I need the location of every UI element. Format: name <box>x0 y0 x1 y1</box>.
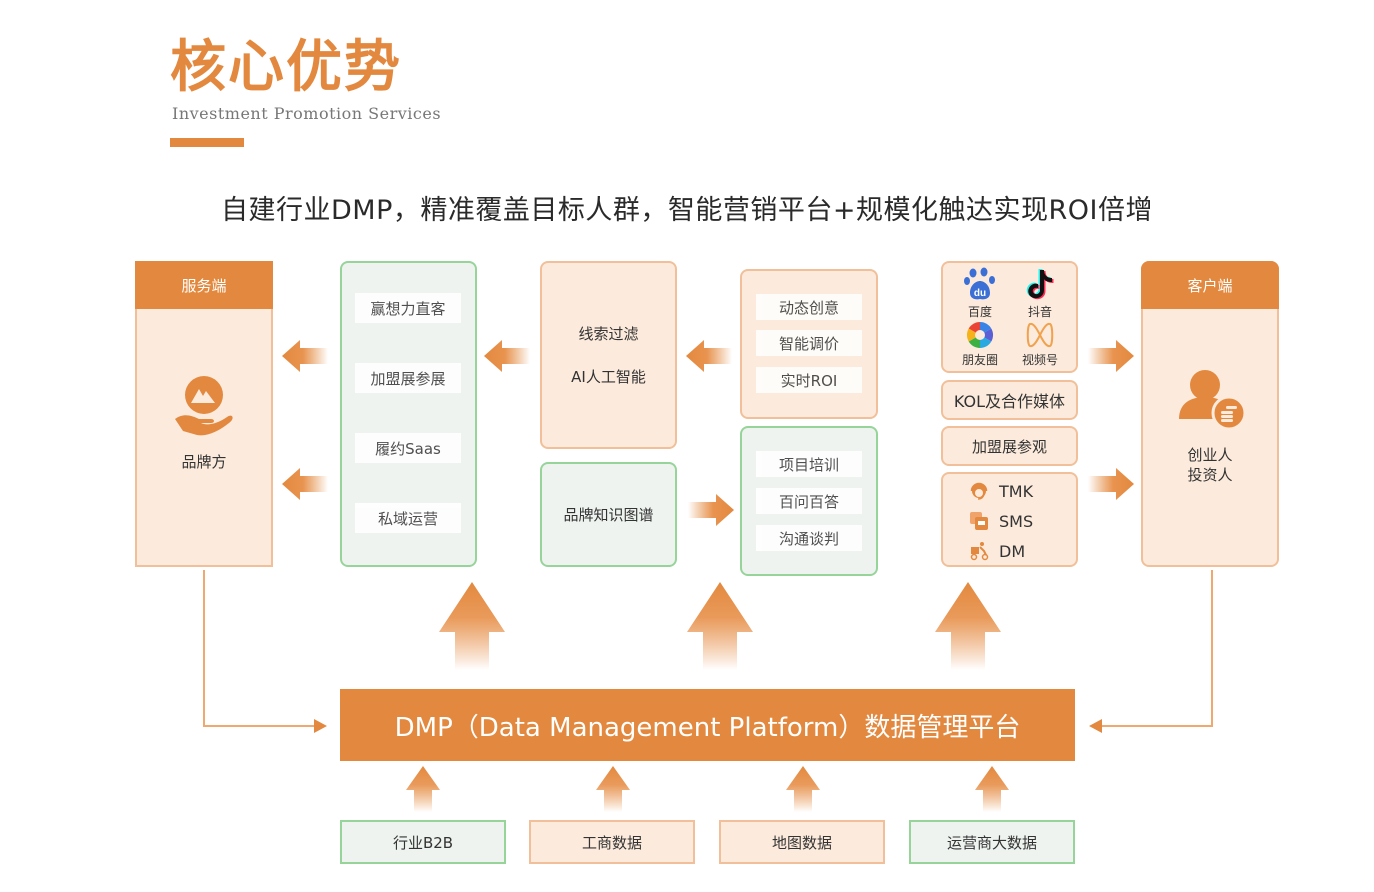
platform-douyin: 抖音 <box>1013 267 1067 319</box>
data-source-box: 地图数据 <box>719 820 885 864</box>
channel-label: DM <box>999 541 1026 561</box>
brand-label: 品牌方 <box>181 453 227 471</box>
dmp-platform-bar: DMP（Data Management Platform）数据管理平台 <box>340 689 1075 761</box>
channel-label: SMS <box>999 511 1034 531</box>
feature-chip: 百问百答 <box>756 488 862 514</box>
moments-icon <box>966 321 994 349</box>
feature-chip: 动态创意 <box>756 294 862 320</box>
kol-media-box: KOL及合作媒体 <box>941 380 1078 420</box>
baidu-icon: du <box>964 267 995 300</box>
arrow-up-icon <box>935 582 1001 670</box>
tool-chip: 履约Saas <box>355 433 461 463</box>
data-source-label: 行业B2B <box>392 833 454 852</box>
arrow-up-icon <box>687 582 753 670</box>
tool-chip: 私域运营 <box>355 503 461 533</box>
page-subtitle-en: Investment Promotion Services <box>172 104 442 123</box>
channel-label: TMK <box>999 481 1034 501</box>
arrow-up-icon <box>439 582 505 670</box>
client-to-dmp-connector <box>1089 570 1213 733</box>
tagline: 自建行业DMP，精准覆盖目标人群，智能营销平台+规模化触达实现ROI倍增 <box>221 195 1153 226</box>
client-label-line: 投资人 <box>1187 466 1233 484</box>
dmp-label: DMP（Data Management Platform）数据管理平台 <box>394 712 1021 743</box>
arrow-right-icon <box>1088 340 1134 372</box>
platform-label: 视频号 <box>1021 353 1058 367</box>
investor-icon <box>1175 367 1247 437</box>
channel-dm: DM <box>969 541 1025 561</box>
arrow-up-icon <box>975 766 1009 812</box>
arrow-right-icon <box>1088 468 1134 500</box>
arrow-left-icon <box>686 340 732 372</box>
feature-chip: 沟通谈判 <box>756 525 862 551</box>
knowledge-graph-label: 品牌知识图谱 <box>563 506 654 524</box>
marketing-features-panel: 动态创意 智能调价 实时ROI <box>740 269 878 419</box>
service-to-dmp-connector <box>203 570 327 733</box>
service-side-header: 服务端 <box>135 261 273 309</box>
data-source-box: 运营商大数据 <box>909 820 1075 864</box>
tool-chip: 赢想力直客 <box>355 293 461 323</box>
delivery-icon <box>970 542 989 561</box>
data-source-box: 行业B2B <box>340 820 506 864</box>
platform-channels: 视频号 <box>1013 321 1067 367</box>
data-source-label: 运营商大数据 <box>946 833 1037 852</box>
platforms-panel: du 百度 抖音 朋友圈 视频号 <box>941 261 1078 373</box>
platform-moments: 朋友圈 <box>953 321 1007 367</box>
client-side-header: 客户端 <box>1141 261 1279 309</box>
ai-filter-box: 线索过滤 AI人工智能 <box>540 261 677 449</box>
feature-chip: 实时ROI <box>756 367 862 393</box>
title-underline <box>170 138 244 147</box>
svg-text:du: du <box>974 288 986 299</box>
service-tools-panel: 赢想力直客 加盟展参展 履约Saas 私域运营 <box>340 261 477 567</box>
arrow-right-icon <box>688 494 734 526</box>
arrow-up-icon <box>596 766 630 812</box>
data-source-box: 工商数据 <box>529 820 695 864</box>
data-source-label: 工商数据 <box>581 833 642 852</box>
client-label-line: 创业人 <box>1187 446 1233 464</box>
client-side-panel: 客户端 创业人 投资人 <box>1141 261 1279 567</box>
platform-baidu: du 百度 <box>953 267 1007 319</box>
client-label: 创业人 投资人 <box>1143 445 1277 485</box>
tool-chip: 加盟展参展 <box>355 363 461 393</box>
page-title: 核心优势 <box>170 35 402 100</box>
data-source-label: 地图数据 <box>771 833 832 852</box>
channels-icon <box>1026 322 1054 348</box>
arrow-left-icon <box>282 340 328 372</box>
arrow-left-icon <box>484 340 530 372</box>
arrow-left-icon <box>282 468 328 500</box>
platform-label: 抖音 <box>1027 305 1052 319</box>
ai-line: 线索过滤 <box>578 325 639 343</box>
expo-visit-box: 加盟展参观 <box>941 426 1078 466</box>
feature-chip: 智能调价 <box>756 330 862 356</box>
direct-channels-panel: TMK SMS DM <box>941 472 1078 567</box>
message-icon <box>970 512 988 530</box>
service-side-panel: 服务端 品牌方 <box>135 261 273 567</box>
douyin-icon <box>1026 269 1054 300</box>
channel-sms: SMS <box>969 511 1033 531</box>
headset-icon <box>970 482 988 500</box>
arrow-up-icon <box>406 766 440 812</box>
feature-chip: 项目培训 <box>756 451 862 477</box>
knowledge-graph-box: 品牌知识图谱 <box>540 462 677 567</box>
channel-tmk: TMK <box>969 481 1033 501</box>
ai-line: AI人工智能 <box>571 368 646 386</box>
platform-label: 百度 <box>967 305 992 319</box>
arrow-up-icon <box>786 766 820 812</box>
kol-label: KOL及合作媒体 <box>953 392 1066 411</box>
platform-label: 朋友圈 <box>961 353 998 367</box>
hand-holding-brand-icon <box>171 373 237 443</box>
training-features-panel: 项目培训 百问百答 沟通谈判 <box>740 426 878 576</box>
expo-label: 加盟展参观 <box>971 437 1047 456</box>
